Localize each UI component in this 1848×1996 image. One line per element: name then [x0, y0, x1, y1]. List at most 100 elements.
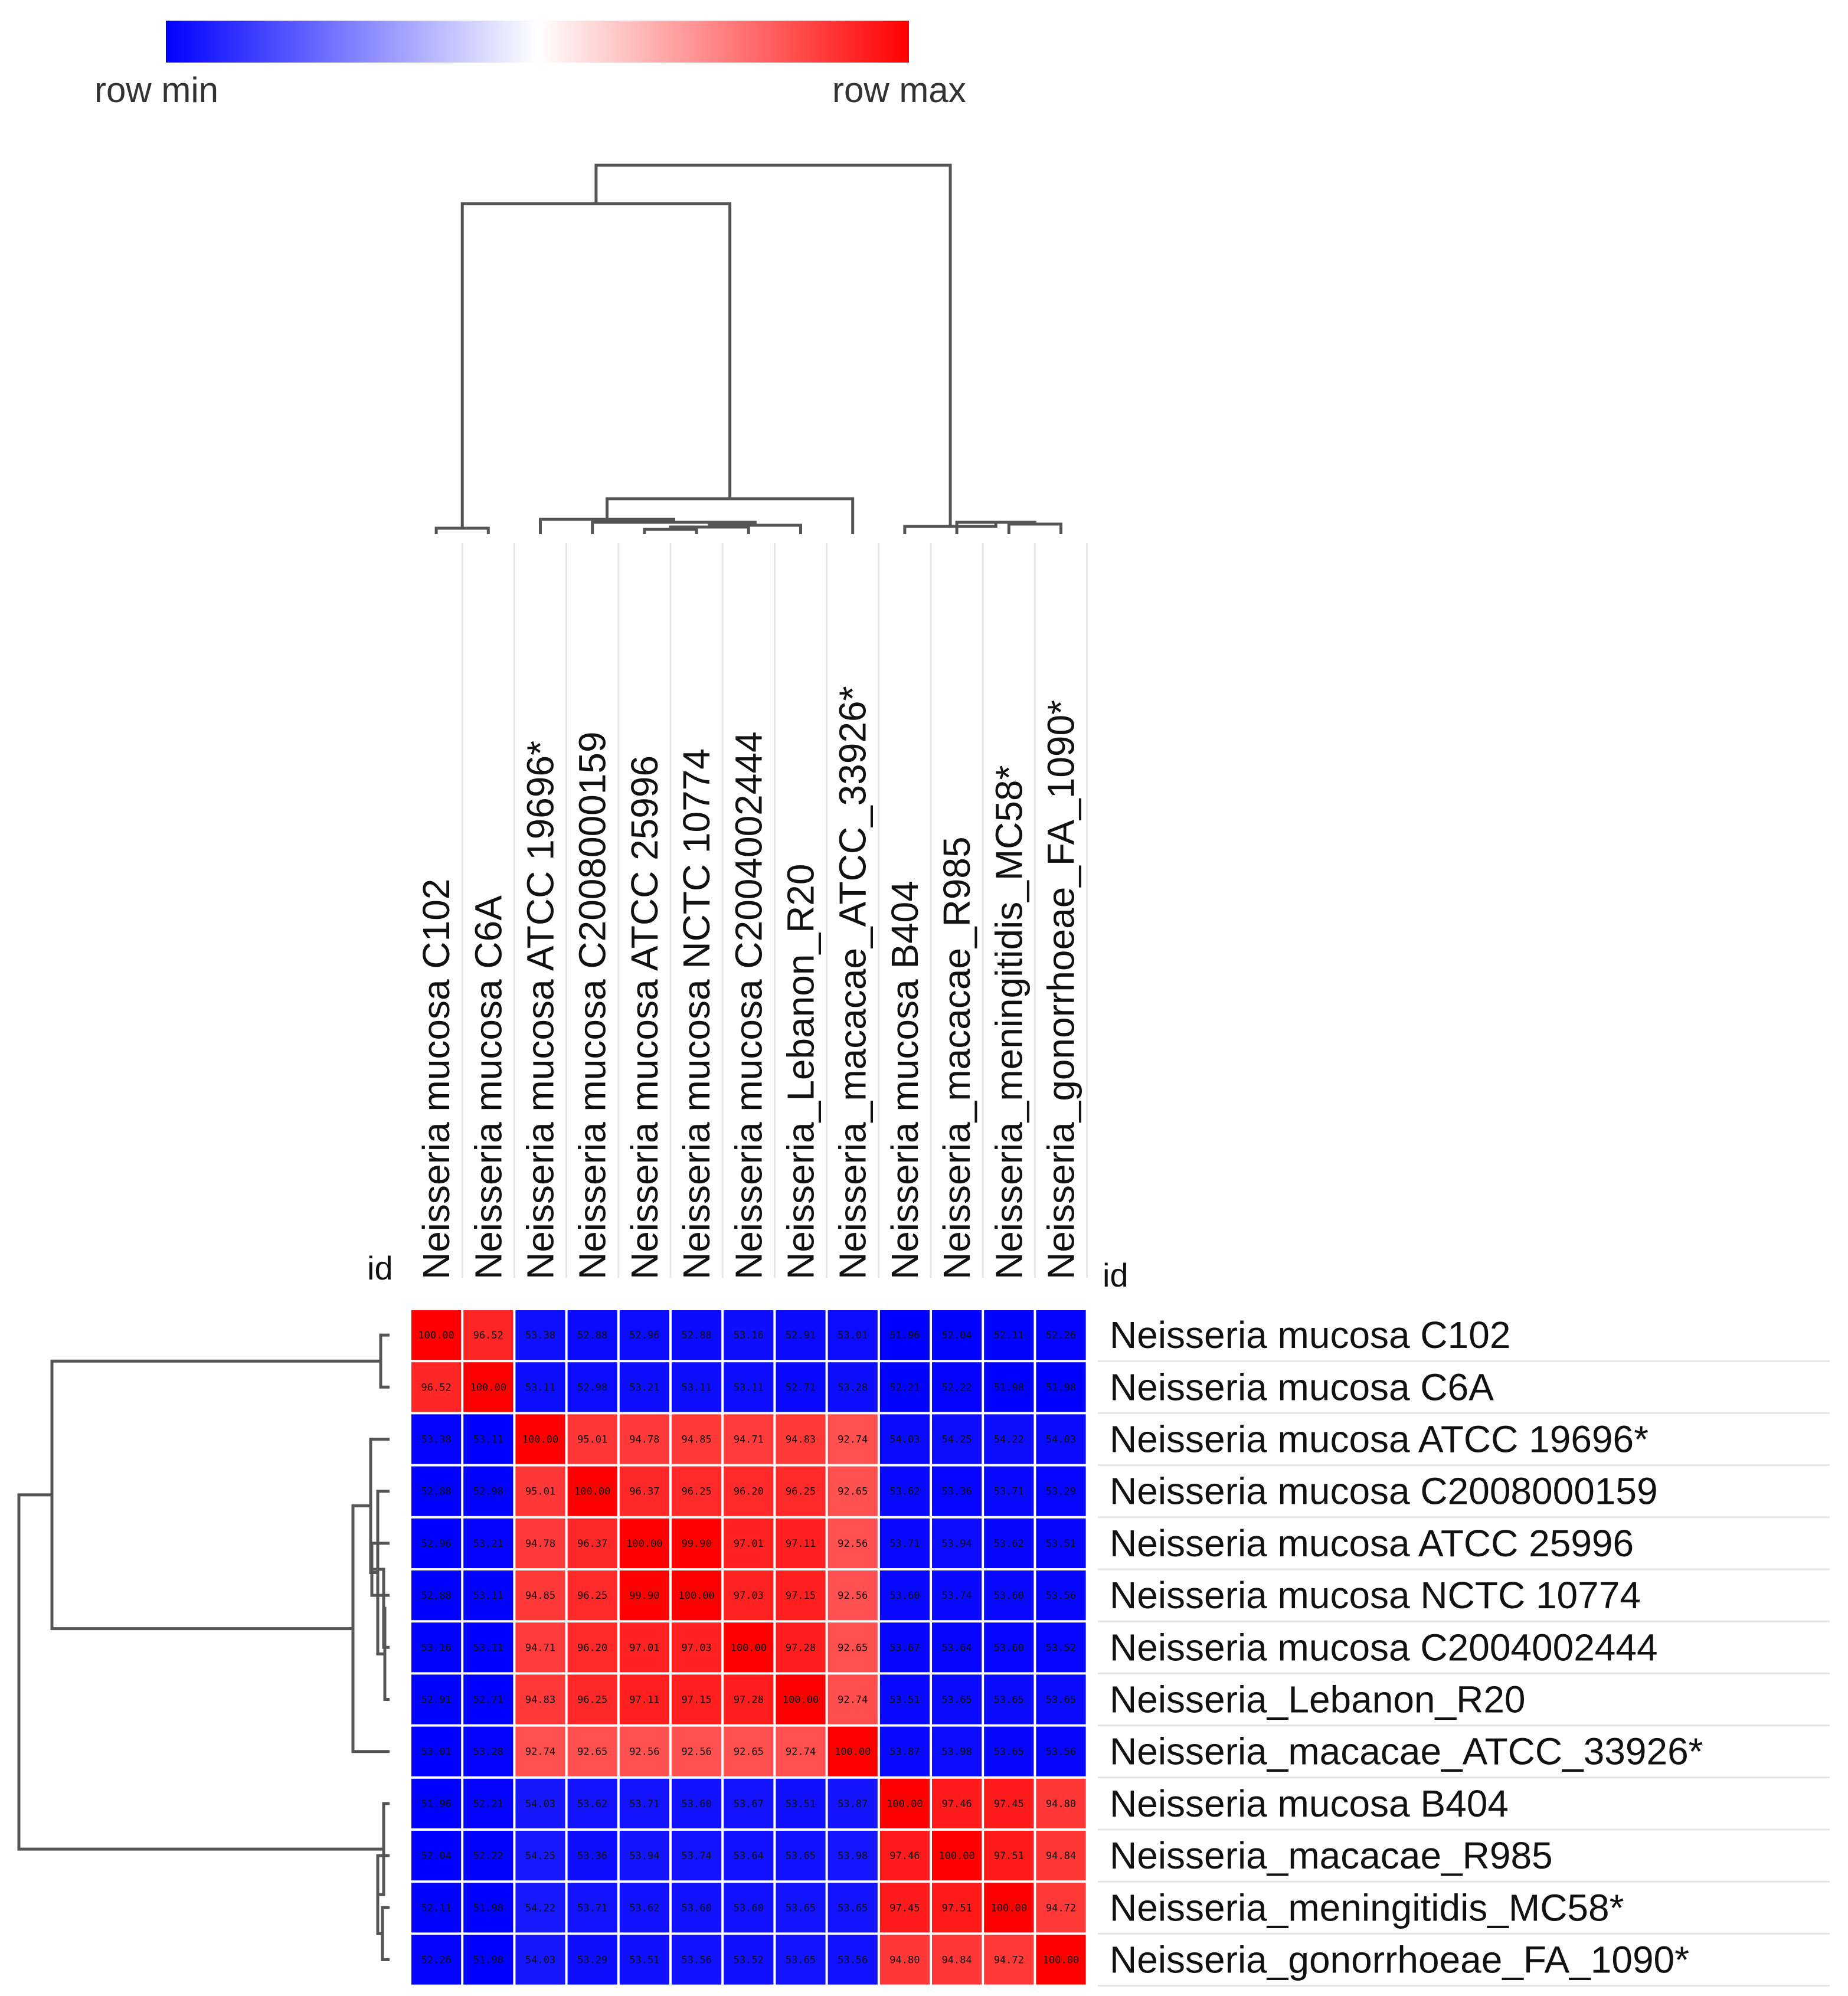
heatmap-cell: [879, 1935, 930, 1985]
cell-value-label: 53.52: [734, 1955, 764, 1966]
heatmap-cell: [411, 1414, 462, 1464]
cell-value-label: 96.25: [577, 1590, 607, 1602]
cell-value-label: 100.00: [938, 1850, 974, 1862]
cell-value-label: 94.80: [889, 1955, 920, 1966]
heatmap-cell: [984, 1674, 1034, 1725]
cell-value-label: 94.84: [942, 1955, 972, 1966]
heatmap-cell: [515, 1726, 565, 1776]
cell-value-label: 92.74: [838, 1694, 868, 1706]
cell-value-label: 100.00: [991, 1902, 1027, 1914]
cell-value-label: 52.91: [786, 1330, 816, 1341]
id-label-right: id: [1103, 1257, 1129, 1294]
heatmap-cell: [932, 1883, 982, 1933]
heatmap-cell: [567, 1518, 617, 1568]
cell-value-label: 53.60: [682, 1798, 712, 1810]
heatmap-cell: [567, 1570, 617, 1621]
heatmap-cell: [879, 1674, 930, 1725]
heatmap-cell: [619, 1622, 669, 1673]
cell-value-label: 53.94: [629, 1850, 659, 1862]
cell-value-label: 54.03: [1046, 1434, 1076, 1446]
dendrogram-branch: [50, 1359, 381, 1631]
heatmap-cell: [463, 1674, 513, 1725]
row-label: Neisseria_gonorrhoeae_FA_1090*: [1110, 1939, 1689, 1981]
heatmap-cell: [827, 1310, 878, 1360]
heatmap-cell: [827, 1726, 878, 1776]
cell-value-label: 53.11: [473, 1434, 503, 1446]
cell-value-label: 51.96: [889, 1330, 920, 1341]
heatmap-cell: [463, 1831, 513, 1881]
cell-value-label: 53.65: [942, 1694, 972, 1706]
heatmap-cell: [567, 1622, 617, 1673]
cell-value-label: 53.56: [1046, 1590, 1076, 1602]
cell-value-label: 94.71: [734, 1434, 764, 1446]
cell-value-label: 97.03: [734, 1590, 764, 1602]
heatmap-cell: [672, 1518, 722, 1568]
cell-value-label: 100.00: [522, 1434, 558, 1446]
heatmap-cell: [515, 1362, 565, 1412]
cell-value-label: 97.11: [786, 1538, 816, 1550]
heatmap-cell: [827, 1414, 878, 1464]
cell-value-label: 94.84: [1046, 1850, 1076, 1862]
heatmap-cell: [1036, 1883, 1086, 1933]
heatmap-cell: [411, 1726, 462, 1776]
row-label: Neisseria mucosa NCTC 10774: [1110, 1574, 1641, 1617]
cell-value-label: 53.65: [994, 1746, 1024, 1758]
cell-value-label: 97.15: [682, 1694, 712, 1706]
cell-value-label: 52.22: [473, 1850, 503, 1862]
cell-value-label: 53.87: [838, 1798, 868, 1810]
cell-value-label: 53.11: [734, 1382, 764, 1393]
heatmap-cell: [463, 1414, 513, 1464]
heatmap-cell: [411, 1778, 462, 1828]
cell-value-label: 94.78: [629, 1434, 659, 1446]
heatmap-cell: [776, 1778, 826, 1828]
column-label: Neisseria_gonorrhoeae_FA_1090*: [1040, 700, 1082, 1280]
cell-value-label: 96.37: [577, 1538, 607, 1550]
cell-value-label: 53.29: [1046, 1486, 1076, 1498]
cell-value-label: 53.51: [629, 1955, 659, 1966]
heatmap-cell: [879, 1622, 930, 1673]
heatmap-cell: [672, 1883, 722, 1933]
heatmap-cell: [515, 1935, 565, 1985]
heatmap-cell: [619, 1310, 669, 1360]
column-label: Neisseria_meningitidis_MC58*: [987, 765, 1030, 1280]
column-label: Neisseria mucosa C2004002444: [727, 731, 770, 1280]
heatmap-cell: [827, 1362, 878, 1412]
heatmap-cell: [776, 1622, 826, 1673]
heatmap-cell: [463, 1726, 513, 1776]
cell-value-label: 97.51: [942, 1902, 972, 1914]
heatmap-cell: [776, 1674, 826, 1725]
column-label: Neisseria_macacae_ATCC_33926*: [832, 686, 874, 1280]
heatmap-cell: [984, 1831, 1034, 1881]
heatmap-cell: [463, 1518, 513, 1568]
cell-value-label: 99.90: [629, 1590, 659, 1602]
heatmap-cell: [463, 1570, 513, 1621]
cell-value-label: 53.38: [421, 1434, 452, 1446]
cell-value-label: 94.78: [525, 1538, 555, 1550]
cell-value-label: 100.00: [678, 1590, 714, 1602]
heatmap-cell: [411, 1518, 462, 1568]
heatmap-cell: [827, 1935, 878, 1985]
cell-value-label: 94.80: [1046, 1798, 1076, 1810]
cell-value-label: 53.94: [942, 1538, 972, 1550]
dendrogram-branch: [594, 163, 952, 526]
cell-value-label: 97.15: [786, 1590, 816, 1602]
heatmap-cell: [984, 1622, 1034, 1673]
heatmap-cell: [515, 1466, 565, 1516]
cell-value-label: 100.00: [626, 1538, 662, 1550]
heatmap-cell: [776, 1831, 826, 1881]
heatmap-cell: [724, 1726, 774, 1776]
heatmap-cell: [984, 1726, 1034, 1776]
cell-value-label: 53.51: [786, 1798, 816, 1810]
heatmap-cell: [619, 1831, 669, 1881]
heatmap-cell: [724, 1414, 774, 1464]
heatmap-cell: [619, 1883, 669, 1933]
cell-value-label: 96.20: [577, 1642, 607, 1654]
cell-value-label: 94.85: [682, 1434, 712, 1446]
heatmap-cell: [672, 1674, 722, 1725]
heatmap-cell: [515, 1622, 565, 1673]
heatmap-cell: [411, 1883, 462, 1933]
cell-value-label: 94.71: [525, 1642, 555, 1654]
cell-value-label: 54.03: [889, 1434, 920, 1446]
cell-value-label: 96.52: [473, 1330, 503, 1341]
cell-value-label: 54.25: [525, 1850, 555, 1862]
